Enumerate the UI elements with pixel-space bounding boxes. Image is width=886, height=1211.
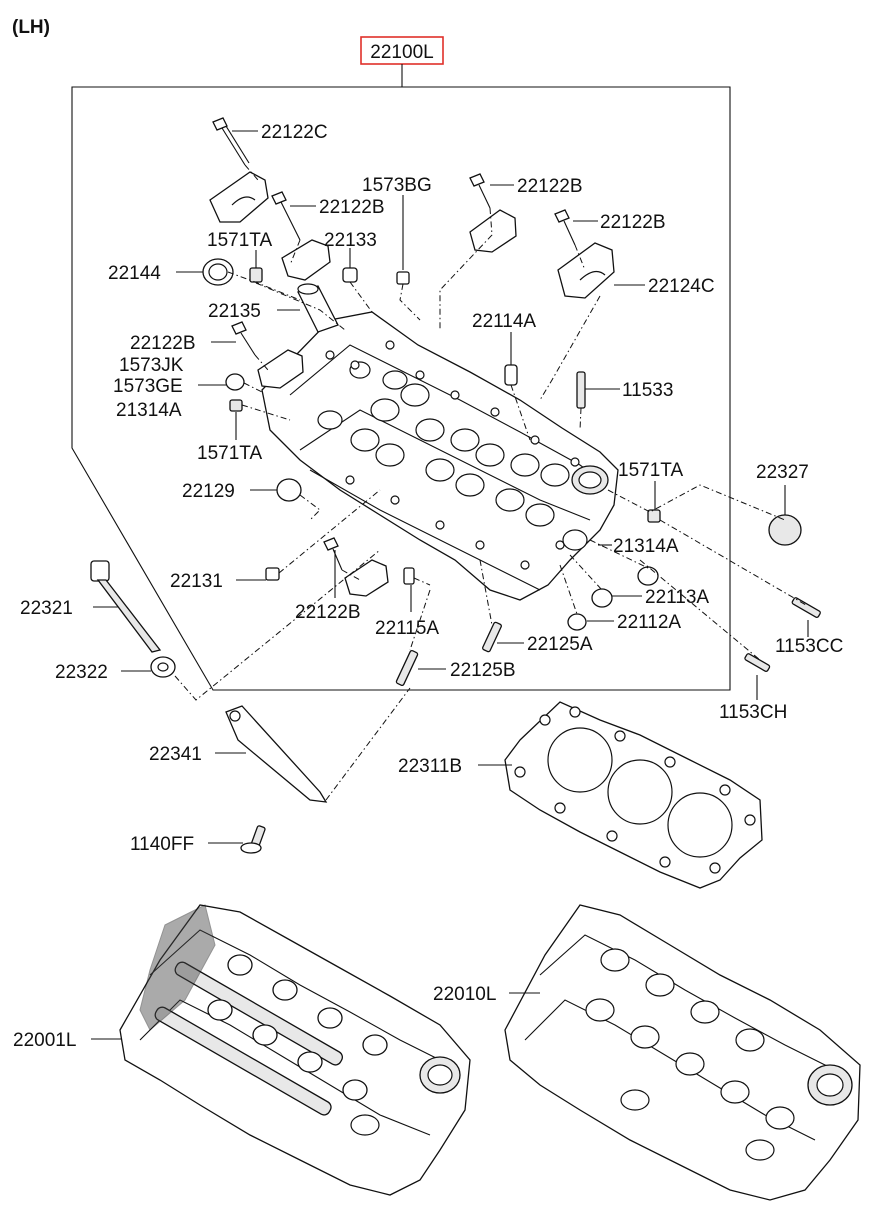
part-label[interactable]: 22115A [375, 618, 439, 639]
part-bearing-cap-6 [344, 559, 389, 597]
part-22010L-head-subassembly [504, 904, 861, 1201]
part-1153CC-stud [791, 597, 821, 619]
part-bearing-cap-5 [257, 349, 304, 389]
part-label[interactable]: 22135 [208, 301, 261, 322]
part-21314A-plug-2 [637, 566, 659, 586]
part-label[interactable]: 22124C [648, 276, 715, 297]
part-label[interactable]: 22327 [756, 462, 809, 483]
part-label[interactable]: 22122B [130, 333, 196, 354]
part-label[interactable]: 1140FF [130, 834, 194, 855]
part-22321-head-bolt [90, 560, 162, 653]
part-22327-plug [768, 514, 802, 546]
part-label[interactable]: 22322 [55, 662, 108, 683]
part-bearing-cap-2 [281, 239, 331, 281]
part-bearing-cap-1 [209, 171, 269, 223]
part-label[interactable]: 22112A [617, 612, 681, 633]
part-22341-bracket [225, 705, 328, 803]
part-22114A-pin [504, 364, 518, 386]
part-label[interactable]: 1571TA [197, 443, 262, 464]
part-22122B-bolt-2 [469, 173, 491, 209]
part-22135-sleeve [297, 283, 339, 333]
part-label[interactable]: 11533 [622, 380, 673, 401]
assembly-dash-lines [174, 164, 807, 801]
leader-lines [91, 130, 809, 1040]
part-label[interactable]: 1573GE [113, 376, 183, 397]
part-label[interactable]: 22122C [261, 122, 328, 143]
part-label[interactable]: 22122B [600, 212, 666, 233]
part-label[interactable]: 22321 [20, 598, 73, 619]
part-label[interactable]: 1573JK [119, 355, 184, 376]
part-1573GE-cap [225, 373, 245, 391]
part-11533-stud [576, 371, 586, 409]
part-bearing-cap-4 [557, 242, 615, 299]
part-label[interactable]: 1153CH [719, 702, 787, 723]
part-label[interactable]: 22311B [398, 756, 462, 777]
part-1571TA-plug-1 [249, 267, 263, 283]
part-label[interactable]: 22133 [324, 230, 377, 251]
part-22122B-bolt-3 [554, 209, 576, 246]
part-22129-cap [276, 478, 302, 502]
part-22122B-bolt-1 [271, 191, 301, 241]
part-bearing-cap-3 [469, 209, 517, 253]
part-label[interactable]: 22129 [182, 481, 235, 502]
side-label: (LH) [12, 17, 50, 38]
part-label[interactable]: 22113A [645, 587, 709, 608]
part-1573BG-dowel [396, 271, 410, 285]
part-22125B-stud [395, 650, 419, 686]
part-22311B-head-gasket [504, 701, 763, 889]
part-22115A-pin [403, 567, 415, 585]
part-label[interactable]: 22122B [295, 602, 361, 623]
part-label[interactable]: 22122B [517, 176, 583, 197]
part-label[interactable]: 1573BG [362, 175, 432, 196]
part-22113A-plug [591, 588, 613, 608]
part-22131-nut [265, 567, 280, 581]
part-1140FF-bolt [240, 825, 266, 854]
part-22133-pin [342, 267, 358, 283]
part-label[interactable]: 1571TA [618, 460, 683, 481]
part-label[interactable]: 22131 [170, 571, 223, 592]
part-label[interactable]: 22125B [450, 660, 516, 681]
part-22125A-stud [482, 621, 502, 653]
part-1153CH-stud [744, 653, 771, 673]
part-22122B-bolt-4 [231, 321, 256, 356]
part-labels: 22122C 22122B 1573BG 22122B 1571TA 22133… [13, 122, 843, 1051]
part-label[interactable]: 22114A [472, 311, 536, 332]
part-22001L-complete-head [119, 904, 471, 1196]
part-label[interactable]: 22122B [319, 197, 385, 218]
part-1571TA-plug-2 [647, 509, 661, 523]
part-label[interactable]: 1153CC [775, 636, 843, 657]
part-label[interactable]: 21314A [116, 400, 182, 421]
part-label[interactable]: 22144 [108, 263, 161, 284]
part-22322-washer [150, 656, 176, 678]
assembly-label[interactable]: 22100L [370, 42, 433, 63]
part-22122B-bolt-5 [323, 537, 343, 571]
part-21314A-plug-1 [229, 399, 243, 412]
part-label[interactable]: 22001L [13, 1030, 76, 1051]
part-22112A-plug [567, 613, 587, 631]
part-label[interactable]: 21314A [613, 536, 679, 557]
part-22122C-bolt [212, 117, 250, 166]
part-label[interactable]: 22125A [527, 634, 593, 655]
part-label[interactable]: 1571TA [207, 230, 272, 251]
cylinder-head-body [261, 311, 619, 601]
assembly-boundary [71, 86, 731, 691]
part-label[interactable]: 22010L [433, 984, 496, 1005]
part-label[interactable]: 22341 [149, 744, 202, 765]
